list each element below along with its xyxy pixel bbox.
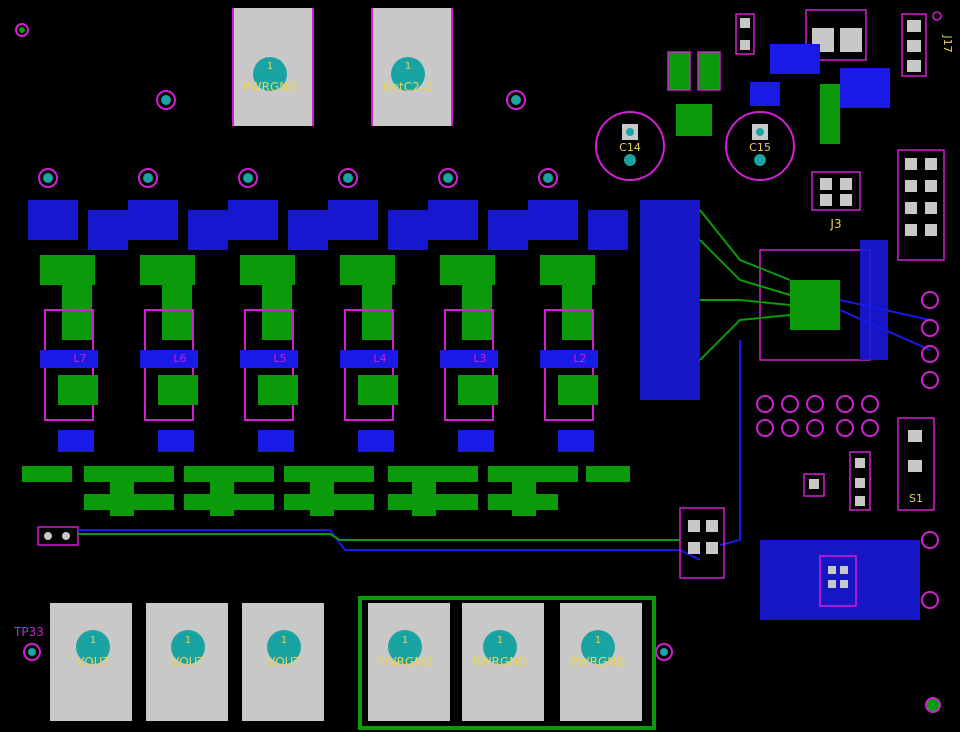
pad-pin-number: 1 (185, 635, 191, 646)
small-connector-left[interactable] (37, 526, 79, 546)
signal-connector[interactable] (679, 507, 725, 579)
power-pad-pwrgnd-1[interactable]: 1 PWRGND (368, 603, 450, 721)
connector-j17[interactable]: J17 (901, 13, 954, 77)
power-pad-pwrgnd-2[interactable]: 1 PWRGND (462, 603, 544, 721)
switch-s1[interactable]: S1 (897, 417, 935, 511)
capacitor-c14[interactable]: C14 (595, 111, 665, 181)
mounting-hole (161, 95, 171, 105)
inductor-label: L4 (373, 352, 386, 365)
converter-channel-l2[interactable]: L2 (528, 200, 628, 452)
signal-trace (78, 529, 701, 561)
converter-channel-l5[interactable]: L5 (228, 200, 328, 452)
fiducial-marker[interactable] (15, 23, 29, 37)
capacitor-c15[interactable]: C15 (725, 111, 795, 181)
power-pad-vout-3[interactable]: 1 VOUT (242, 603, 324, 721)
pad-pin-number: 1 (497, 635, 503, 646)
inductor-label: L2 (573, 352, 586, 365)
microcontroller[interactable] (640, 200, 931, 400)
mounting-hole[interactable] (156, 90, 176, 110)
test-point (660, 648, 668, 656)
converter-channel-l3[interactable]: L3 (428, 200, 528, 452)
inductor-label: L7 (73, 352, 86, 365)
power-pad-top-2[interactable]: 1 NetC2_2 (371, 8, 453, 126)
pad-pin-number: 1 (90, 635, 96, 646)
inductor-label: L5 (273, 352, 286, 365)
header-connector[interactable] (897, 149, 945, 261)
component-label: C14 (619, 141, 641, 154)
ground-pour-outline (358, 596, 656, 730)
converter-channel-l6[interactable]: L6 (128, 200, 228, 452)
signal-trace (78, 533, 680, 541)
channel-test-points (38, 168, 558, 188)
inductor-label: L3 (473, 352, 486, 365)
component-label: J3 (829, 217, 841, 231)
test-point-grid[interactable] (756, 291, 939, 609)
component-label: J17 (941, 34, 954, 52)
pad-net-label: VOUT (267, 655, 301, 669)
signal-trace (719, 340, 741, 546)
driver-ic[interactable] (760, 540, 920, 620)
test-point[interactable] (655, 643, 673, 661)
output-capacitor-bank[interactable] (22, 466, 630, 516)
fiducial-marker[interactable] (925, 697, 941, 713)
connector-j3[interactable]: J3 (811, 171, 861, 231)
fiducial-marker[interactable] (932, 11, 942, 21)
pad-pin-number: 1 (595, 635, 601, 646)
pad-pin-number: 1 (267, 61, 273, 72)
pad-net-label: NetC2_2 (383, 80, 434, 94)
mounting-hole[interactable] (506, 90, 526, 110)
component-label: C15 (749, 141, 771, 154)
pad-net-label: PWRGND (378, 655, 433, 669)
pad-pin-number: 1 (281, 635, 287, 646)
power-pad-vout-1[interactable]: 1 VOUT (50, 603, 132, 721)
power-pad-pwrgnd-3[interactable]: 1 PWRGND (560, 603, 642, 721)
power-pad-top-1[interactable]: 1 PWRGND (232, 8, 314, 126)
pad-net-label: PWRGND (473, 655, 528, 669)
pad-net-label: VOUT (76, 655, 110, 669)
mounting-hole (511, 95, 521, 105)
top-right-components[interactable] (667, 9, 890, 144)
component-label: S1 (909, 492, 923, 505)
small-header[interactable] (803, 451, 871, 511)
converter-channel-l4[interactable]: L4 (328, 200, 428, 452)
inductor-label: L6 (173, 352, 186, 365)
fiducial-marker (19, 27, 25, 33)
pad-net-label: PWRGND (243, 80, 298, 94)
test-point-tp33[interactable]: TP33 (13, 625, 44, 661)
converter-channel-l7[interactable]: L7 (28, 200, 128, 452)
power-pad-vout-2[interactable]: 1 VOUT (146, 603, 228, 721)
pad-net-label: PWRGND (571, 655, 626, 669)
test-point-label: TP33 (13, 625, 44, 639)
pad-net-label: VOUT (171, 655, 205, 669)
pad-pin-number: 1 (402, 635, 408, 646)
pad-pin-number: 1 (405, 61, 411, 72)
